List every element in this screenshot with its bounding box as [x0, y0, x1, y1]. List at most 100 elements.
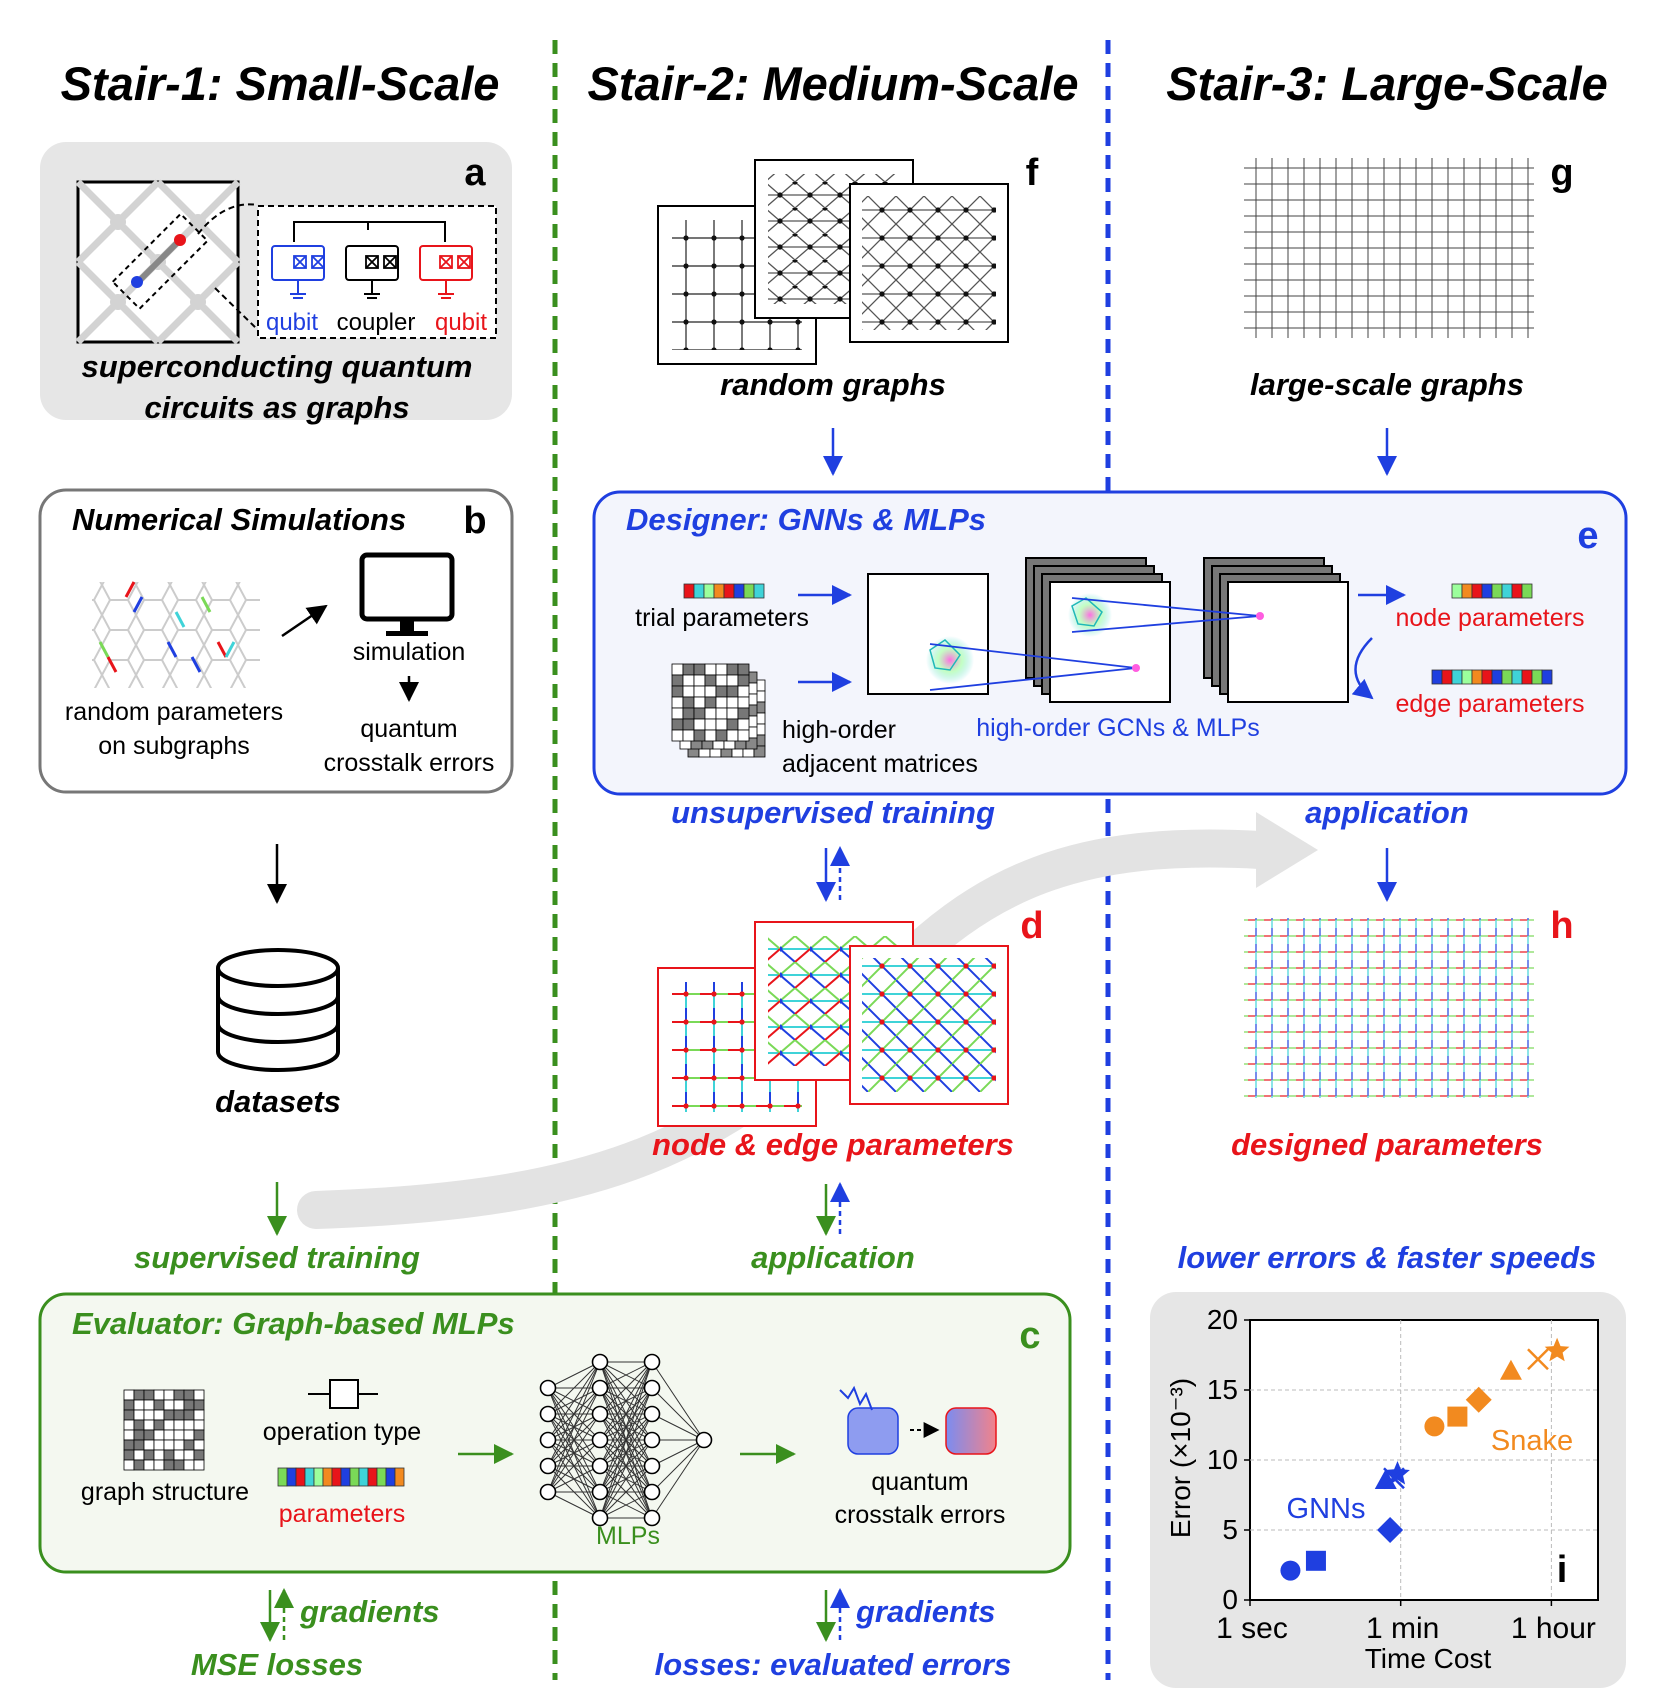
marker-gnns-square — [1305, 1550, 1326, 1571]
matrix-cell — [173, 1439, 185, 1451]
matrix-cell — [133, 1399, 145, 1411]
chart-ytick-label: 5 — [1222, 1514, 1238, 1545]
marker-snake-circle — [1424, 1416, 1445, 1437]
color-cell — [693, 583, 705, 599]
qubit-dot-blue — [131, 276, 143, 288]
mlp-edge — [547, 1361, 601, 1493]
panel-b-left-line2: on subgraphs — [98, 732, 250, 760]
panel-b-letter: b — [463, 500, 486, 542]
datasets-label: datasets — [215, 1084, 341, 1119]
color-cell — [743, 583, 755, 599]
matrix-cell — [133, 1439, 145, 1451]
application-label-middle: application — [751, 1240, 915, 1275]
panel-f: f random graphs — [657, 152, 1039, 402]
panel-a: a qu — [40, 142, 512, 425]
color-cell — [331, 1467, 342, 1487]
mlp-network — [539, 1353, 713, 1527]
panel-e-letter: e — [1577, 515, 1598, 557]
mlp-edge — [599, 1413, 653, 1519]
matrix-cell — [183, 1429, 195, 1441]
matrix-cell — [693, 663, 706, 676]
mlp-edge — [547, 1361, 601, 1389]
marker-snake-x — [1527, 1348, 1549, 1371]
matrix-cell — [737, 718, 750, 731]
chart-xtick-label: 1 hour — [1511, 1612, 1596, 1645]
matrix-cell — [704, 707, 717, 720]
supervised-training-label: supervised training — [134, 1240, 420, 1275]
transfer-curve-arrowhead — [1256, 812, 1318, 888]
matrix-cell — [671, 729, 684, 742]
color-cell — [683, 583, 695, 599]
color-cell — [1501, 583, 1513, 599]
chart-ytick-label: 10 — [1207, 1444, 1238, 1475]
matrix-cell — [183, 1419, 195, 1431]
mlp-node — [643, 1457, 661, 1475]
panel-d: d node & edge parameters — [652, 905, 1044, 1162]
mlp-edge — [599, 1439, 653, 1519]
column-title-stair3: Stair-3: Large-Scale — [1166, 57, 1607, 110]
panel-d-letter: d — [1020, 905, 1043, 947]
mlp-node — [591, 1405, 609, 1423]
mlp-node — [591, 1457, 609, 1475]
matrix-cell — [671, 707, 684, 720]
error-box-left — [847, 1407, 899, 1455]
trial-parameters-bar — [683, 583, 765, 599]
monitor-icon — [359, 552, 455, 636]
matrix-cell — [133, 1459, 145, 1471]
color-cell — [1491, 583, 1503, 599]
mlp-node — [643, 1509, 661, 1527]
matrix-cell — [143, 1449, 155, 1461]
matrix-cell — [726, 729, 739, 742]
evaluated-losses-label: losses: evaluated errors — [655, 1647, 1012, 1682]
noise-squiggle — [839, 1385, 873, 1411]
panel-h-letter: h — [1550, 905, 1573, 947]
panel-a-caption-line2: circuits as graphs — [144, 390, 409, 425]
mlp-edge — [547, 1361, 601, 1441]
matrix-cell — [737, 663, 750, 676]
chart-ytick-label: 15 — [1207, 1374, 1238, 1405]
matrix-cell — [693, 718, 706, 731]
marker-gnns-x — [1383, 1467, 1405, 1490]
series-label-snake: Snake — [1491, 1425, 1573, 1457]
color-cell — [1541, 669, 1553, 685]
matrix-cell — [173, 1409, 185, 1421]
mlp-edge — [599, 1387, 653, 1519]
color-cell — [295, 1467, 306, 1487]
chart-ylabel: Error (×10⁻³) — [1165, 1378, 1196, 1538]
matrix-cell — [737, 707, 750, 720]
color-cell — [1451, 583, 1463, 599]
gcn-label: high-order GCNs & MLPs — [976, 714, 1259, 742]
matrix-cell — [715, 707, 728, 720]
mlp-node — [539, 1405, 557, 1423]
matrix-cell — [123, 1429, 135, 1441]
matrix-cell — [173, 1449, 185, 1461]
series-label-gnns: GNNs — [1287, 1493, 1366, 1525]
trial-parameters-label: trial parameters — [635, 604, 809, 632]
matrix-cell — [715, 685, 728, 698]
matrix-cell — [123, 1389, 135, 1401]
matrix-cell — [693, 674, 706, 687]
matrix-cell — [163, 1459, 175, 1471]
mlp-node — [643, 1353, 661, 1371]
marker-gnns-diamond — [1377, 1517, 1404, 1543]
mlp-edge — [547, 1361, 601, 1467]
qubit-dot-red — [174, 234, 186, 246]
marker-snake-star — [1544, 1337, 1570, 1362]
mlp-node — [643, 1379, 661, 1397]
matrix-cell — [143, 1399, 155, 1411]
mlp-node — [643, 1405, 661, 1423]
matrix-cell — [737, 685, 750, 698]
parameters-label: parameters — [279, 1500, 405, 1528]
matrix-cell — [193, 1459, 205, 1471]
mlp-node — [539, 1431, 557, 1449]
node-parameters-bar — [1451, 583, 1533, 599]
color-cell — [1521, 583, 1533, 599]
chart-ytick-label: 20 — [1207, 1304, 1238, 1335]
mlp-node — [643, 1483, 661, 1501]
mlp-edge — [599, 1361, 653, 1389]
marker-gnns-triangle — [1374, 1469, 1397, 1489]
mlp-edge — [599, 1361, 653, 1493]
panel-c-errors-line1: quantum — [871, 1468, 968, 1496]
error-box-right — [945, 1407, 997, 1455]
matrix-cell — [133, 1449, 145, 1461]
